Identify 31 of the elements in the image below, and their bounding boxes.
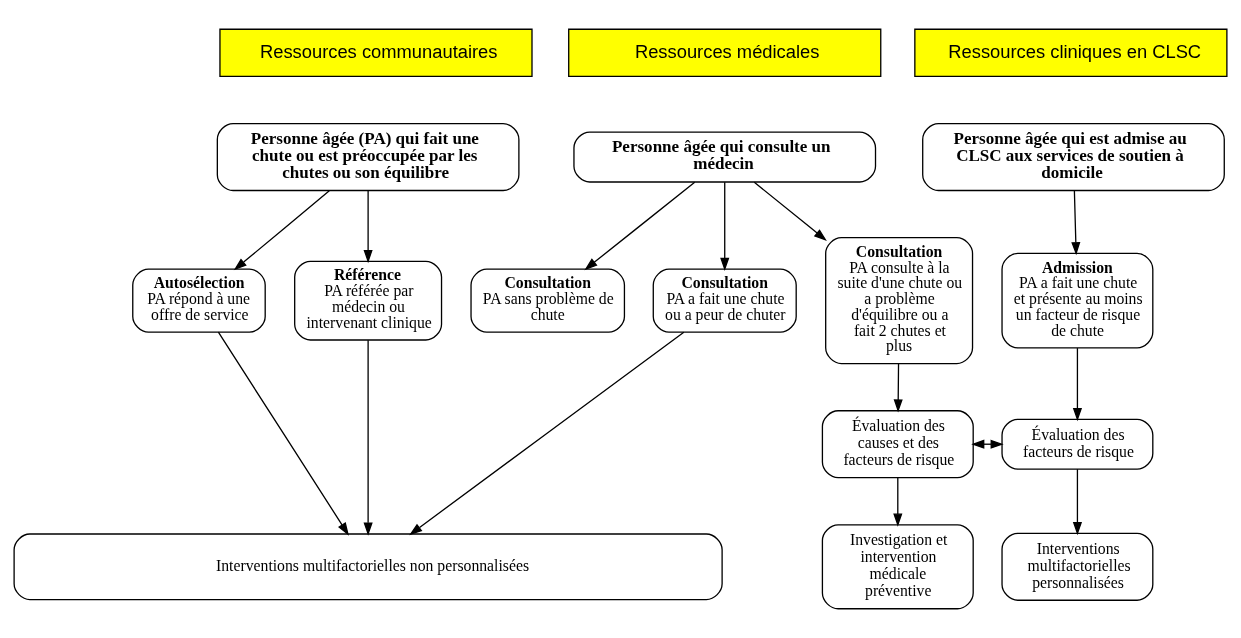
node-box: Personne âgée (PA) qui fait une chute ou est préoccupée par les chutes ou son équilibre [216,123,520,192]
arrow [893,477,903,527]
arrow [893,363,903,413]
node-box: Consultation PA consulte à la suite d'une chute ou a problème d'équilibre ou a fait 2 chutes et plus [825,237,974,365]
arrow [363,339,373,536]
arrow [1072,468,1082,536]
node-box: Interventions multifactorielles personnalisées [1001,532,1154,601]
node-box: Autosélection PA répond à une offre de service [132,268,266,333]
arrow [753,181,827,241]
node-box: Interventions multifactorielles non personnalisées [13,533,723,601]
node-box: Évaluation des facteurs de risque [1001,418,1154,470]
node-box: Ressources médicales [568,28,882,78]
node-box: Référence PA référée par médecin ou intervenant clinique [294,260,443,341]
node-box: Évaluation des causes et des facteurs de risque [821,410,974,479]
node-box: Personne âgée qui consulte un médecin [573,131,877,183]
node-box: Personne âgée qui est admise au CLSC aux services de soutien à domicile [922,123,1225,192]
node-box: Ressources communautaires [219,28,533,78]
node-box: Consultation PA sans problème de chute [470,268,626,333]
arrow [363,190,373,264]
arrow [720,181,730,271]
arrow [409,331,685,536]
node-box: Admission PA a fait une chute et présente au moins un facteur de risque de chute [1001,252,1154,349]
arrow [971,439,1004,449]
arrow [233,190,330,271]
arrow [1071,190,1081,256]
arrow [584,181,696,271]
arrow [1072,347,1082,422]
node-box: Ressources cliniques en CLSC [914,28,1228,78]
node-box: Investigation et intervention médicale préventive [821,524,974,610]
arrow [217,331,349,536]
node-box: Consultation PA a fait une chute ou a peur de chuter [652,268,797,333]
